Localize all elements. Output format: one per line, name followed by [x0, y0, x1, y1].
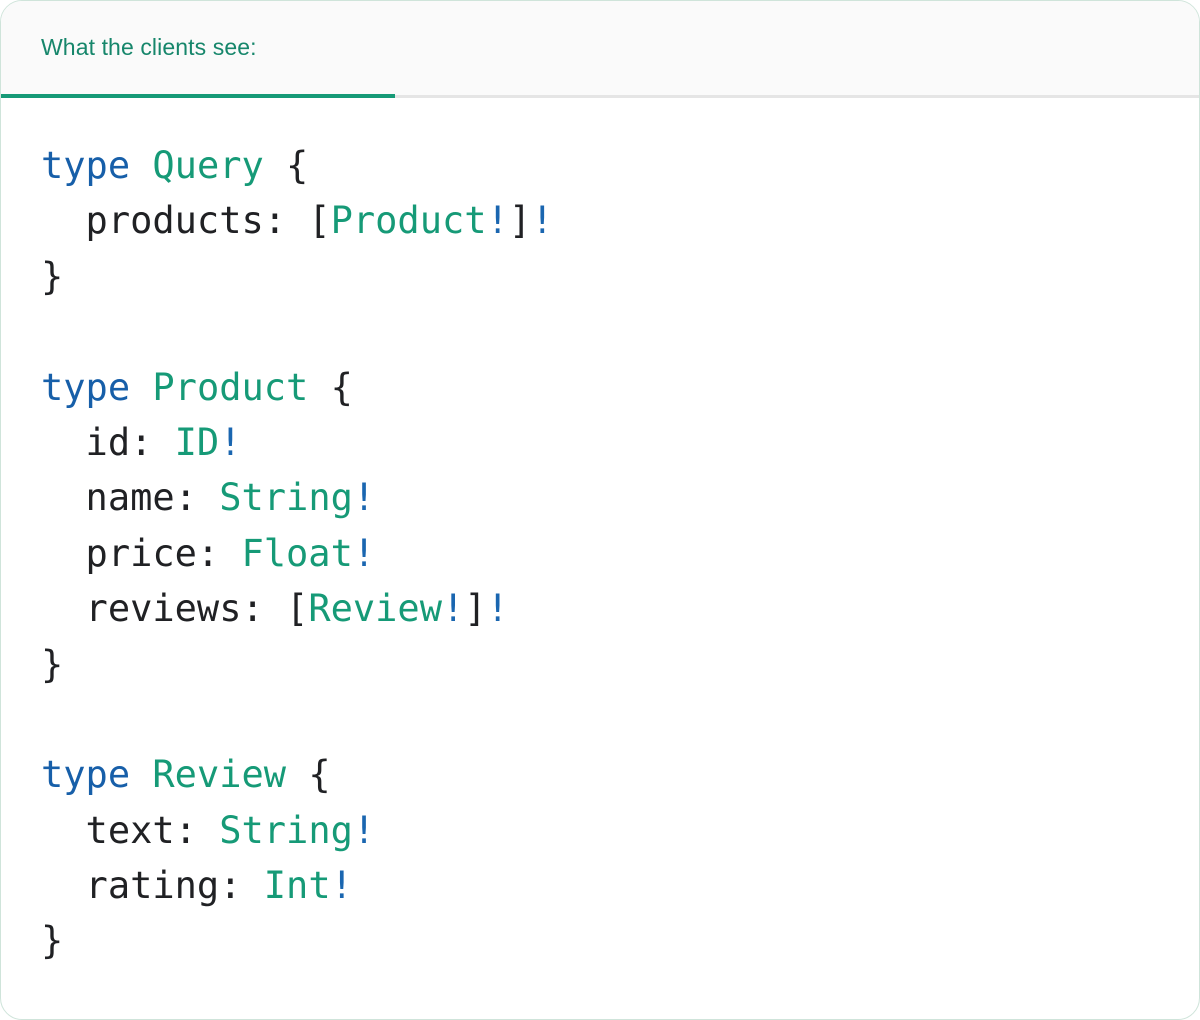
code-line — [41, 304, 1199, 359]
code-line: products: [Product!]! — [41, 199, 554, 243]
code-line: type Query { — [41, 144, 309, 187]
code-line: type Review { — [41, 753, 331, 797]
code-line: } — [41, 642, 64, 686]
code-line: reviews: [Review!]! — [41, 587, 509, 631]
code-block: type Query { products: [Product!]!} type… — [1, 98, 1199, 969]
tab-what-clients-see[interactable]: What the clients see: — [1, 1, 1199, 94]
panel-header: What the clients see: — [1, 1, 1199, 98]
active-tab-indicator — [1, 94, 395, 98]
code-line: type Product { — [41, 365, 353, 409]
code-line: rating: Int! — [41, 864, 353, 908]
code-line: name: String! — [41, 476, 376, 520]
code-line: id: ID! — [41, 420, 242, 464]
code-line: } — [41, 919, 64, 963]
code-line: text: String! — [41, 808, 376, 852]
tab-label: What the clients see: — [41, 34, 257, 60]
code-line: } — [41, 254, 64, 298]
code-line — [41, 692, 1199, 747]
header-divider — [1, 95, 1199, 98]
code-line: price: Float! — [41, 531, 376, 575]
